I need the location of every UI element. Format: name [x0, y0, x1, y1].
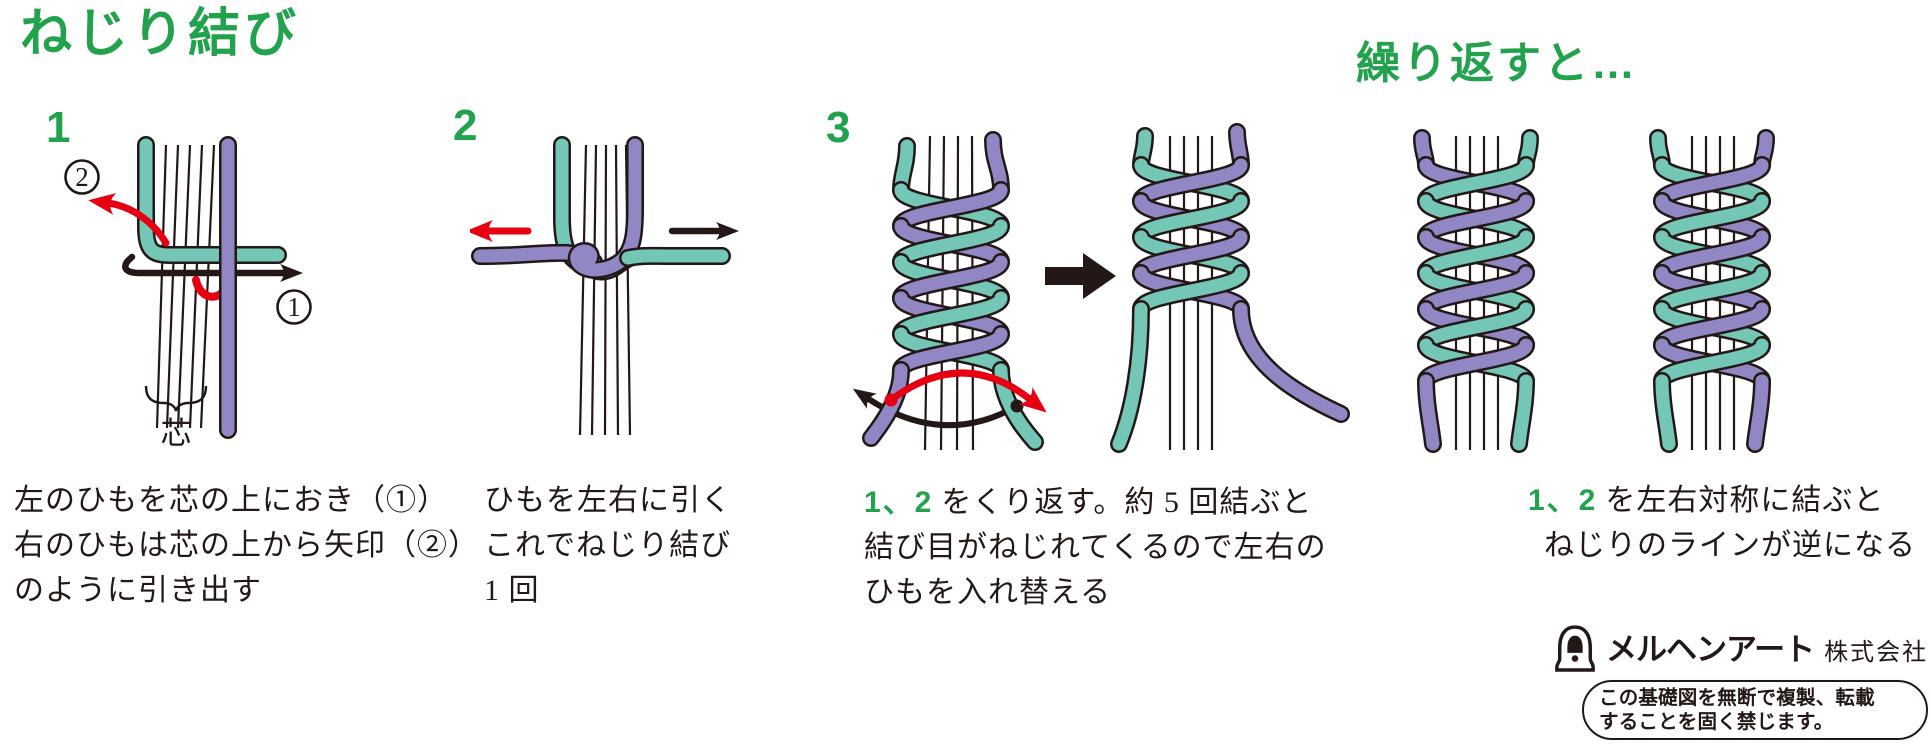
- caption-line: ひもを入れ替える: [864, 576, 1112, 609]
- teal-cord-right: [621, 249, 729, 265]
- repeat-left-braid: [1413, 129, 1539, 453]
- repeat-right-braid: [1649, 129, 1775, 453]
- step3-number: 3: [826, 103, 851, 152]
- step-refs: 1、2: [1528, 484, 1598, 517]
- caption-line: 結び目がねじれてくるので左右の: [864, 531, 1327, 564]
- step1-number: 1: [46, 103, 71, 152]
- purple-cord-main: [570, 138, 642, 277]
- copyright-notice: この基礎図を無断で複製、転載 することを固く禁じます。: [1582, 680, 1929, 740]
- teal-cord: [139, 138, 285, 262]
- bell-icon: [1555, 625, 1595, 672]
- step1-core-lines: [155, 144, 216, 429]
- step2-number: 2: [453, 101, 478, 150]
- repeat-illustration: [1413, 129, 1775, 453]
- step-refs: 1、2: [864, 486, 934, 519]
- step3-illustration: [852, 123, 1350, 453]
- step1-illustration: 2 1 芯: [64, 136, 312, 451]
- caption-line: 1 回: [484, 574, 540, 607]
- caption-line: 右のひもは芯の上から矢印（②）: [14, 529, 479, 562]
- swap-arrow-dot-black: [1010, 399, 1024, 413]
- step2-illustration: [470, 136, 739, 436]
- swap-arrow-dot-red: [884, 393, 898, 407]
- caption-line: のように引き出す: [14, 574, 262, 607]
- notice-line: この基礎図を無断で複製、転載: [1599, 687, 1875, 709]
- svg-text:1: 1: [287, 292, 301, 322]
- footer: メルヘンアート 株式会社 この基礎図を無断で複製、転載 することを固く禁じます。: [1554, 624, 1929, 740]
- page-title: ねじり結び: [20, 5, 301, 63]
- notice-line: することを固く禁じます。: [1599, 711, 1834, 733]
- circled-number-1: 1: [276, 289, 312, 325]
- step2-core-lines: [578, 144, 632, 436]
- swap-right-red-arrow: [887, 369, 1047, 413]
- company-name: メルヘンアート: [1606, 632, 1815, 667]
- direction2-red-arrow: [88, 193, 170, 247]
- repeat-heading: 繰り返すと…: [1356, 39, 1638, 88]
- step2-caption: ひもを左右に引く これでねじり結び 1 回: [484, 478, 732, 613]
- core-brace: [144, 385, 208, 412]
- company-suffix: 株式会社: [1824, 639, 1929, 666]
- svg-text:2: 2: [75, 162, 89, 192]
- step3-right-knot: [1110, 123, 1350, 453]
- step1-caption: 左のひもを芯の上におき（①） 右のひもは芯の上から矢印（②） のように引き出す: [14, 478, 479, 613]
- result-arrow: [1045, 253, 1116, 299]
- caption-line: これでねじり結び: [484, 529, 732, 562]
- caption-line: ひもを左右に引く: [484, 484, 732, 517]
- caption-line: ねじりのラインが逆になる: [1544, 529, 1916, 562]
- caption-line: 左のひもを芯の上におき（①）: [14, 484, 448, 517]
- circled-number-2: 2: [64, 159, 100, 195]
- step3-left-knot: [862, 131, 1044, 451]
- direction1-arrow: [122, 253, 303, 282]
- core-label: 芯: [161, 416, 192, 451]
